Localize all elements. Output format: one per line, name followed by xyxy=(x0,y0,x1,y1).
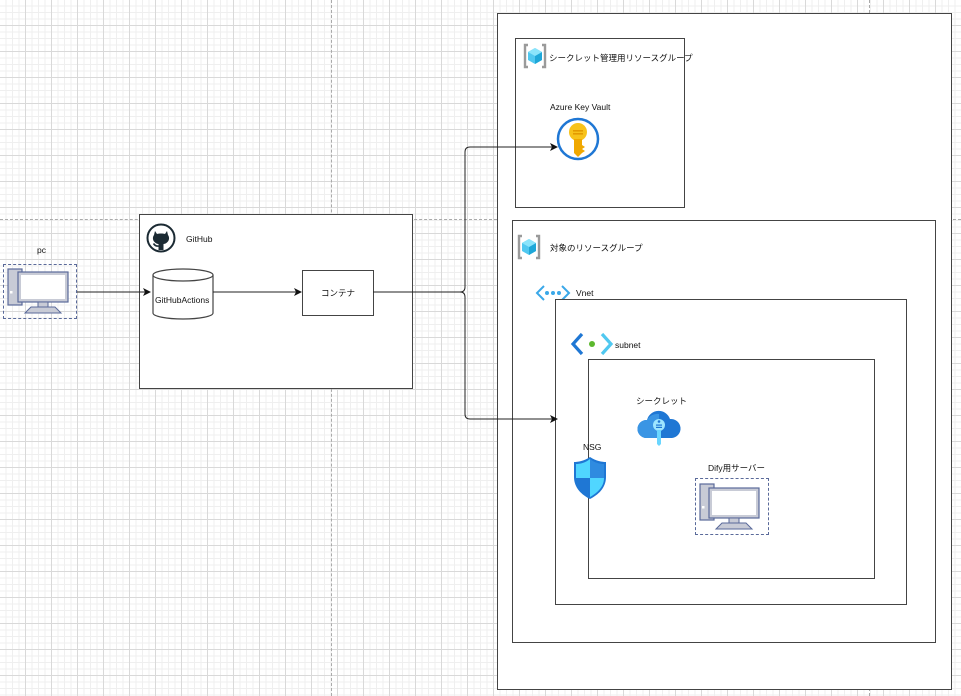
secret-resource-group[interactable]: シークレット管理用リソースグループ Azure Key Vault xyxy=(515,38,693,208)
dify-server-label: Dify用サーバー xyxy=(708,463,766,473)
container-node[interactable]: コンテナ xyxy=(302,270,374,316)
secret-cloud-key-icon[interactable] xyxy=(636,408,682,448)
subnet-icon xyxy=(570,332,614,356)
resource-group-icon xyxy=(516,234,542,260)
github-label: GitHub xyxy=(186,234,213,244)
dify-server-icon[interactable] xyxy=(695,478,769,535)
pc-label: pc xyxy=(37,245,46,255)
vnet-label: Vnet xyxy=(576,288,594,298)
container-label: コンテナ xyxy=(320,288,355,298)
github-group[interactable]: GitHub GitHubActions コンテナ xyxy=(139,214,413,389)
github-actions-cylinder[interactable]: GitHubActions xyxy=(152,268,214,320)
target-rg-label: 対象のリソースグループ xyxy=(550,243,643,253)
secret-label: シークレット xyxy=(636,396,688,406)
subnet-label: subnet xyxy=(615,340,641,350)
secret-rg-label: シークレット管理用リソースグループ xyxy=(549,53,693,63)
key-vault-icon[interactable] xyxy=(556,117,600,161)
nsg-shield-icon[interactable] xyxy=(571,455,609,501)
resource-group-icon xyxy=(522,43,548,69)
github-icon xyxy=(146,223,176,253)
nsg-label: NSG xyxy=(583,442,602,452)
github-actions-label: GitHubActions xyxy=(155,295,210,305)
pc-icon[interactable] xyxy=(3,264,77,319)
key-vault-label: Azure Key Vault xyxy=(550,102,611,112)
